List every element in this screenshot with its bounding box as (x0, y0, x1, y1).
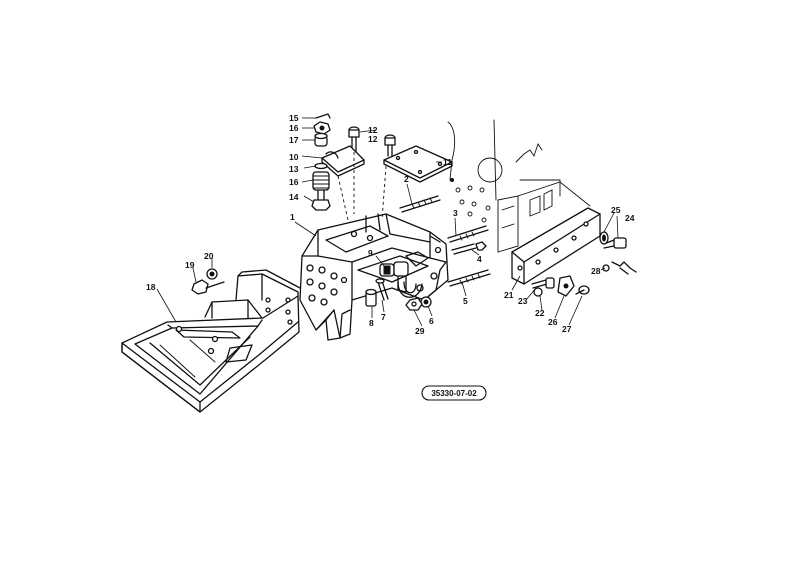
callout-2: 2 (404, 174, 409, 184)
callout-14: 14 (289, 192, 299, 202)
part-21-side-plate (511, 207, 601, 285)
part-12-bolt-left (348, 126, 360, 153)
callout-7: 7 (381, 312, 386, 322)
part-6-washer (420, 296, 432, 308)
part-9-pin (379, 261, 409, 277)
part-20-washer (206, 268, 218, 280)
callout-16-spring: 16 (289, 177, 299, 187)
callout-24: 24 (625, 213, 635, 223)
callout-28: 28 (591, 266, 601, 276)
callout-17: 17 (289, 135, 299, 145)
callout-26: 26 (548, 317, 558, 327)
part-12-bolt-right (384, 134, 396, 157)
part-3-stud (447, 225, 489, 243)
part-13-washer (314, 162, 328, 170)
callout-9: 9 (368, 248, 373, 258)
part-18-drawbar-tray (121, 269, 301, 413)
part-28-nut (602, 264, 610, 272)
callout-11: 11 (443, 157, 452, 167)
part-1-hitch-frame (299, 213, 449, 341)
callout-1: 1 (290, 212, 295, 222)
callout-10: 10 (289, 152, 299, 162)
part-14-bolt (311, 189, 331, 211)
reference-code-badge: 35330-07-02 (421, 385, 487, 401)
part-8-bushing (365, 288, 377, 307)
callout-6: 6 (429, 316, 434, 326)
callout-labels: 1 2 3 4 5 6 7 8 9 10 11 12 12 13 14 15 1… (146, 113, 635, 336)
part-29-nut (405, 297, 423, 311)
part-19-bolt (191, 279, 225, 295)
part-22-washer (533, 287, 543, 297)
callout-5: 5 (463, 296, 468, 306)
part-10-bracket-plate (321, 145, 365, 221)
callout-21: 21 (504, 290, 514, 300)
part-16-nut-top (313, 121, 331, 135)
callout-16-top: 16 (289, 123, 299, 133)
part-11-top-plate (381, 145, 453, 221)
callout-4: 4 (477, 254, 482, 264)
callout-15: 15 (289, 113, 299, 123)
callout-13: 13 (289, 164, 299, 174)
reference-code: 35330-07-02 (431, 389, 477, 398)
callout-25: 25 (611, 205, 621, 215)
callout-12-right: 12 (368, 134, 378, 144)
callout-18: 18 (146, 282, 156, 292)
tractor-rear-housing (447, 119, 591, 253)
callout-22: 22 (535, 308, 545, 318)
part-7-pin (375, 278, 389, 301)
callout-12-left: 12 (368, 125, 378, 135)
leader-lines (156, 117, 619, 327)
part-23-bolt (531, 277, 555, 289)
part-28-pin (611, 261, 637, 275)
callout-29: 29 (415, 326, 425, 336)
part-2-stud (399, 178, 454, 213)
hitch-hook-loop (397, 281, 423, 298)
part-26-clamp (557, 275, 575, 297)
callout-27: 27 (562, 324, 572, 334)
part-15-cotter-pin (315, 113, 331, 119)
callout-8: 8 (369, 318, 374, 328)
part-17-spacer (314, 132, 328, 147)
callout-3: 3 (453, 208, 458, 218)
part-5-stud (447, 269, 491, 287)
callout-23: 23 (518, 296, 528, 306)
part-4-stud (451, 241, 487, 255)
part-16-spring (312, 171, 330, 191)
part-25-washer (599, 231, 609, 245)
callout-19: 19 (185, 260, 195, 270)
part-27-bolt (575, 285, 590, 295)
part-24-bolt (603, 237, 627, 249)
callout-20: 20 (204, 251, 214, 261)
